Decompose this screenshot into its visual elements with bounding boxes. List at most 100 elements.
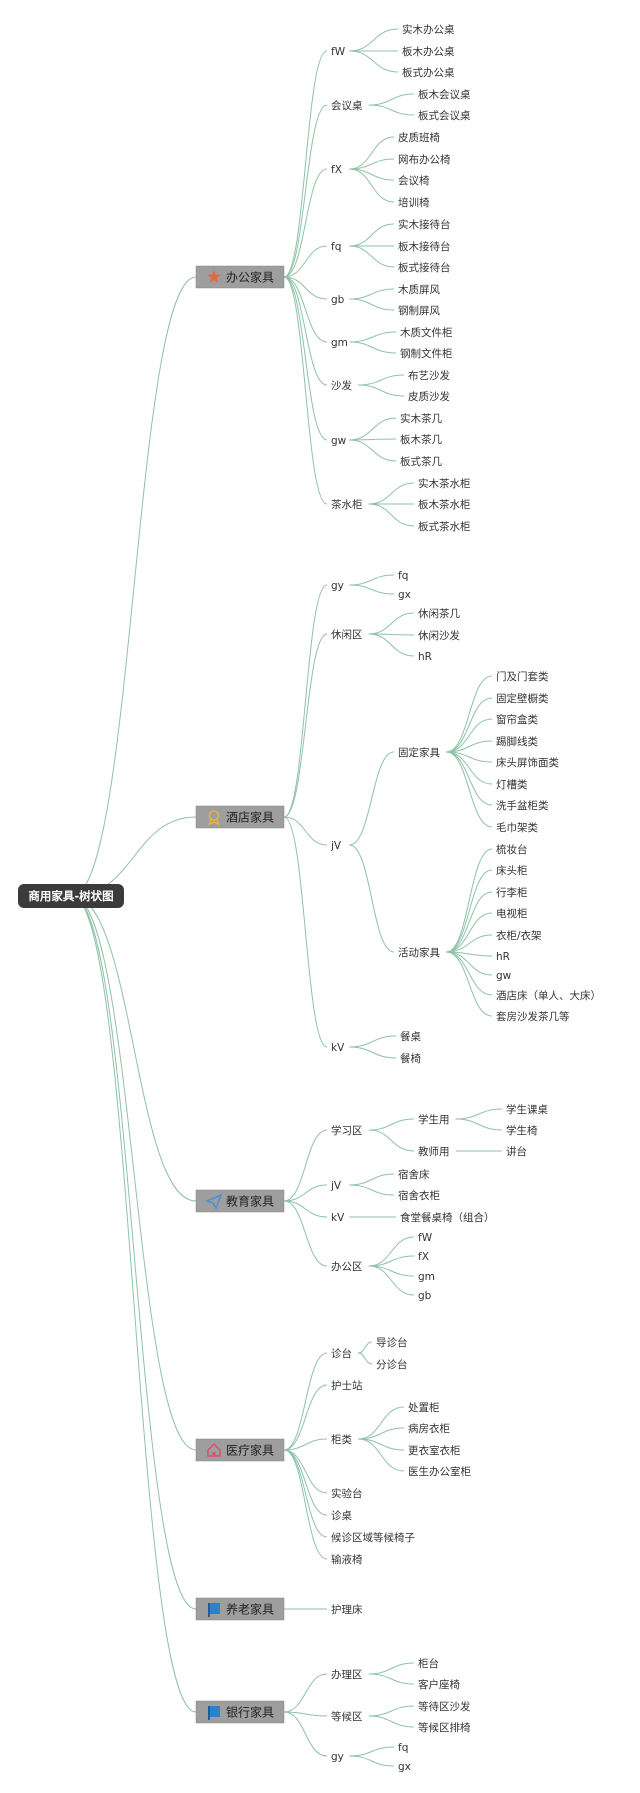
branch-node[interactable]: fq bbox=[331, 241, 341, 253]
leaf-node[interactable]: 等待区沙发 bbox=[418, 1700, 471, 1713]
leaf-node[interactable]: 柜台 bbox=[418, 1657, 439, 1670]
leaf-node[interactable]: 等候区排椅 bbox=[418, 1721, 471, 1734]
leaf-node[interactable]: 套房沙发茶几等 bbox=[496, 1010, 570, 1023]
leaf-node[interactable]: 木质文件柜 bbox=[400, 326, 453, 339]
leaf-node[interactable]: 钢制屏风 bbox=[398, 304, 440, 317]
branch-node[interactable]: 教师用 bbox=[418, 1145, 450, 1158]
leaf-node[interactable]: 皮质沙发 bbox=[408, 390, 450, 403]
leaf-node[interactable]: fq bbox=[398, 1742, 408, 1754]
leaf-node[interactable]: 窗帘盒类 bbox=[496, 713, 538, 726]
leaf-node[interactable]: 板式接待台 bbox=[398, 261, 451, 274]
branch-node[interactable]: fX bbox=[331, 164, 342, 176]
leaf-node[interactable]: 电视柜 bbox=[496, 907, 528, 920]
leaf-node[interactable]: hR bbox=[496, 951, 510, 963]
branch-node[interactable]: jV bbox=[330, 1180, 342, 1192]
branch-node[interactable]: 休闲区 bbox=[331, 628, 363, 641]
leaf-node[interactable]: 休闲茶几 bbox=[418, 607, 460, 620]
leaf-node[interactable]: gw bbox=[496, 970, 512, 982]
branch-node[interactable]: 诊台 bbox=[331, 1347, 352, 1360]
leaf-node[interactable]: hR bbox=[418, 651, 432, 663]
branch-node[interactable]: fW bbox=[331, 46, 346, 58]
leaf-node[interactable]: 实木办公桌 bbox=[402, 23, 455, 36]
leaf-node[interactable]: 学生椅 bbox=[506, 1124, 538, 1137]
category-node[interactable]: 办公家具 bbox=[195, 265, 285, 289]
leaf-node[interactable]: 板式茶几 bbox=[400, 455, 442, 468]
branch-node[interactable]: gb bbox=[331, 294, 345, 306]
branch-node[interactable]: kV bbox=[331, 1042, 345, 1054]
leaf-node[interactable]: 食堂餐桌椅（组合） bbox=[400, 1211, 495, 1224]
leaf-node[interactable]: 培训椅 bbox=[398, 196, 430, 209]
branch-node[interactable]: 办理区 bbox=[331, 1668, 363, 1681]
leaf-node[interactable]: 板木接待台 bbox=[398, 240, 451, 253]
leaf-node[interactable]: 病房衣柜 bbox=[408, 1422, 450, 1435]
leaf-node[interactable]: 学生课桌 bbox=[506, 1103, 548, 1116]
branch-node[interactable]: gy bbox=[331, 580, 344, 592]
branch-node[interactable]: 护士站 bbox=[331, 1379, 363, 1392]
branch-node[interactable]: 输液椅 bbox=[331, 1553, 363, 1566]
leaf-node[interactable]: 板木会议桌 bbox=[418, 88, 471, 101]
leaf-node[interactable]: gm bbox=[418, 1271, 435, 1283]
branch-node[interactable]: 沙发 bbox=[331, 379, 352, 392]
branch-node[interactable]: 学生用 bbox=[418, 1113, 450, 1126]
leaf-node[interactable]: 宿舍衣柜 bbox=[398, 1189, 440, 1202]
leaf-node[interactable]: 讲台 bbox=[506, 1145, 527, 1158]
leaf-node[interactable]: 灯槽类 bbox=[496, 778, 528, 791]
leaf-node[interactable]: 会议椅 bbox=[398, 174, 430, 187]
branch-node[interactable]: 柜类 bbox=[331, 1433, 352, 1446]
leaf-node[interactable]: 衣柜/衣架 bbox=[496, 929, 542, 942]
leaf-node[interactable]: 宿舍床 bbox=[398, 1168, 430, 1181]
leaf-node[interactable]: fX bbox=[418, 1251, 429, 1263]
leaf-node[interactable]: 木质屏风 bbox=[398, 284, 440, 296]
category-node[interactable]: 医疗家具 bbox=[195, 1438, 285, 1462]
leaf-node[interactable]: 板木茶几 bbox=[400, 433, 442, 446]
leaf-node[interactable]: 板木茶水柜 bbox=[418, 498, 471, 511]
leaf-node[interactable]: 钢制文件柜 bbox=[400, 347, 453, 360]
branch-node[interactable]: kV bbox=[331, 1212, 345, 1224]
leaf-node[interactable]: 酒店床（单人、大床） bbox=[496, 989, 601, 1002]
branch-node[interactable]: 固定家具 bbox=[398, 746, 440, 759]
leaf-node[interactable]: 布艺沙发 bbox=[408, 369, 450, 382]
branch-node[interactable]: gw bbox=[331, 435, 347, 447]
leaf-node[interactable]: 实木茶几 bbox=[400, 412, 442, 425]
leaf-node[interactable]: 餐桌 bbox=[400, 1030, 421, 1043]
leaf-node[interactable]: 固定壁橱类 bbox=[496, 692, 549, 705]
branch-node[interactable]: 实验台 bbox=[331, 1487, 363, 1500]
leaf-node[interactable]: 板式会议桌 bbox=[418, 109, 471, 122]
leaf-node[interactable]: 床头柜 bbox=[496, 864, 528, 877]
leaf-node[interactable]: 板木办公桌 bbox=[402, 45, 455, 58]
leaf-node[interactable]: 板式办公桌 bbox=[402, 66, 455, 79]
branch-node[interactable]: 等候区 bbox=[331, 1710, 363, 1723]
leaf-node[interactable]: gb bbox=[418, 1290, 432, 1302]
leaf-node[interactable]: 洗手盆柜类 bbox=[496, 799, 549, 812]
leaf-node[interactable]: gx bbox=[398, 1761, 411, 1773]
leaf-node[interactable]: 餐椅 bbox=[400, 1052, 421, 1065]
leaf-node[interactable]: 踢脚线类 bbox=[496, 735, 538, 748]
leaf-node[interactable]: fq bbox=[398, 570, 408, 582]
leaf-node[interactable]: 实木茶水柜 bbox=[418, 477, 471, 490]
leaf-node[interactable]: 休闲沙发 bbox=[418, 629, 460, 642]
leaf-node[interactable]: fW bbox=[418, 1232, 433, 1244]
branch-node[interactable]: 学习区 bbox=[331, 1124, 363, 1137]
leaf-node[interactable]: 分诊台 bbox=[376, 1358, 408, 1371]
leaf-node[interactable]: 导诊台 bbox=[376, 1336, 408, 1349]
leaf-node[interactable]: 医生办公室柜 bbox=[408, 1465, 471, 1478]
root-node[interactable]: 商用家具-树状图 bbox=[18, 884, 124, 908]
leaf-node[interactable]: 网布办公椅 bbox=[398, 153, 451, 166]
leaf-node[interactable]: 梳妆台 bbox=[496, 843, 528, 856]
branch-node[interactable]: 茶水柜 bbox=[331, 498, 363, 511]
branch-node[interactable]: gy bbox=[331, 1751, 344, 1763]
branch-node[interactable]: 候诊区域等候椅子 bbox=[331, 1531, 415, 1544]
branch-node[interactable]: jV bbox=[330, 840, 342, 852]
leaf-node[interactable]: 皮质班椅 bbox=[398, 131, 440, 144]
leaf-node[interactable]: 实木接待台 bbox=[398, 218, 451, 231]
leaf-node[interactable]: 门及门套类 bbox=[496, 670, 549, 683]
leaf-node[interactable]: 板式茶水柜 bbox=[418, 520, 471, 533]
leaf-node[interactable]: 行李柜 bbox=[496, 886, 528, 899]
branch-node[interactable]: 办公区 bbox=[331, 1260, 363, 1273]
branch-node[interactable]: 诊桌 bbox=[331, 1509, 352, 1522]
leaf-node[interactable]: 更衣室衣柜 bbox=[408, 1444, 461, 1457]
leaf-node[interactable]: 客户座椅 bbox=[418, 1678, 460, 1691]
leaf-node[interactable]: 床头屏饰面类 bbox=[496, 756, 559, 769]
branch-node[interactable]: 会议桌 bbox=[331, 99, 363, 112]
leaf-node[interactable]: gx bbox=[398, 589, 411, 601]
